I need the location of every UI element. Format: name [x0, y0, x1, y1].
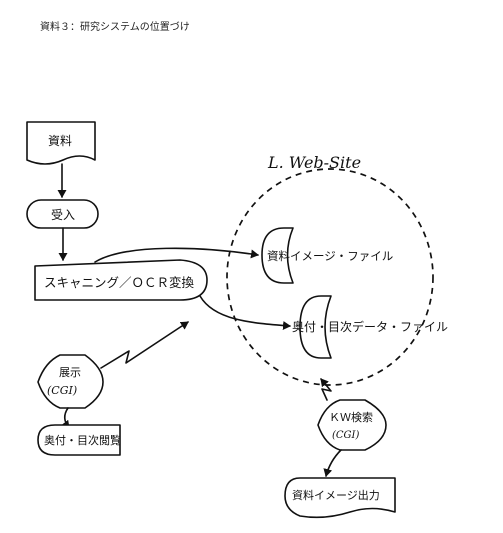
toc-view-label: 奥付・目次閲覧 [44, 433, 121, 447]
image-output-shape [284, 477, 396, 519]
kw-search-label: ＫＷ検索 [329, 410, 373, 424]
scanning-process-shape [34, 259, 208, 301]
page-title: 資料３：研究システムの位置づけ [40, 20, 190, 33]
website-label: L. Web-Site [267, 153, 361, 172]
image-file-label: 資料イメージ・ファイル [267, 249, 393, 263]
image-file-storage-shape [261, 227, 294, 284]
display-cgi-label: (CGI) [47, 384, 77, 397]
link-display-to-scanning [100, 321, 189, 369]
arrow-kw-search-to-image-output [323, 449, 342, 477]
source-document-label: 資料 [48, 134, 72, 148]
scanning-label: スキャニング／ＯＣＲ変換 [44, 275, 195, 290]
website-boundary [226, 168, 434, 386]
toc-view-shape [37, 424, 121, 456]
display-cgi-shape [37, 354, 104, 409]
display-label: 展示 [59, 366, 81, 379]
kw-search-cgi-shape [317, 399, 387, 451]
link-kw-search-to-website [320, 378, 332, 401]
source-document-shape [26, 121, 96, 165]
intake-label: 受入 [51, 208, 75, 222]
arrow-scanning-to-data-file [199, 295, 291, 330]
image-output-label: 資料イメージ出力 [292, 488, 380, 502]
arrow-scanning-to-image-file [94, 247, 259, 263]
data-file-label: 奥付・目次データ・ファイル [292, 319, 448, 334]
kw-search-cgi-label: (CGI) [332, 430, 359, 441]
data-file-storage-shape [299, 295, 332, 359]
